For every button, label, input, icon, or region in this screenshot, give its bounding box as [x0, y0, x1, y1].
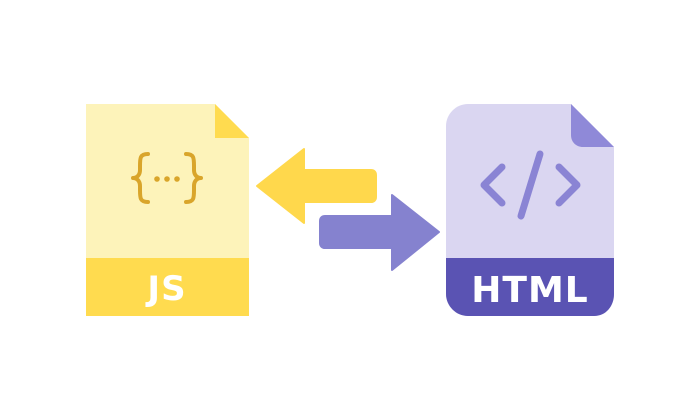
html-file-label-band	[446, 258, 614, 316]
arrow-right-icon	[319, 194, 440, 271]
curly-braces-ellipsis-icon	[131, 152, 203, 204]
arrow-left-icon	[256, 148, 377, 224]
arrow-right-shape	[319, 194, 440, 271]
js-file-corner-fold	[215, 104, 249, 138]
html-file-corner-fold	[571, 104, 614, 147]
js-file-label-band	[86, 258, 249, 316]
js-file-body	[86, 104, 249, 260]
js-file-icon: JS	[86, 104, 249, 316]
html-file-label: HTML	[471, 270, 588, 311]
html-file-icon: HTML	[446, 104, 614, 316]
arrow-left-shape	[256, 148, 377, 224]
js-file-label: JS	[145, 269, 186, 309]
code-brackets-icon	[480, 150, 581, 220]
